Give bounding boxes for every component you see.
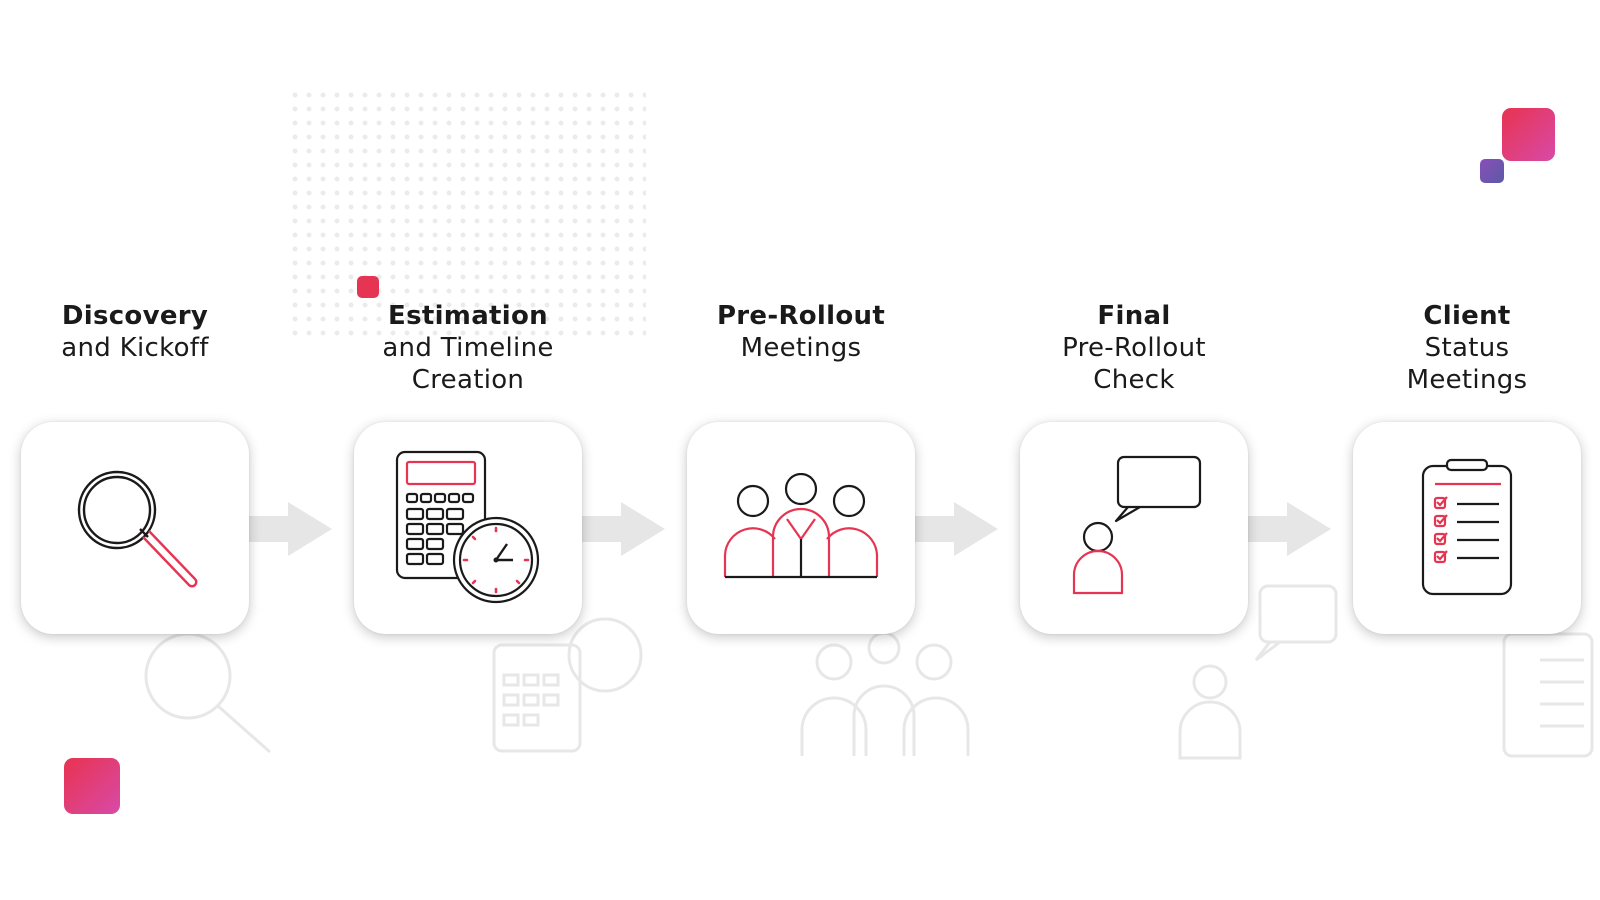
step-title-rest: Pre-Rollout Check: [1062, 333, 1206, 395]
step-title-bold: Final: [1097, 301, 1171, 331]
checklist-clipboard-icon: [1421, 458, 1513, 596]
step-card-client-status: [1353, 422, 1581, 634]
person-speech-bubble-icon: [1072, 455, 1202, 595]
step-card-discovery: [21, 422, 249, 634]
flow-arrow: [248, 502, 332, 556]
team-meeting-icon: [723, 473, 879, 579]
magnifier-icon: [144, 632, 271, 754]
calculator-clock-icon: [395, 450, 540, 604]
step-card-final-check: [1020, 422, 1248, 634]
step-title-rest: and Timeline Creation: [382, 333, 554, 395]
dot-grid-decoration: [288, 88, 646, 344]
step-card-estimation: [354, 422, 582, 634]
step-title-final-check: Final Pre-Rollout Check: [1019, 300, 1249, 396]
flow-arrow: [914, 502, 998, 556]
step-title-bold: Estimation: [388, 301, 548, 331]
gradient-square-decoration: [1502, 108, 1555, 161]
step-title-client-status: Client Status Meetings: [1352, 300, 1582, 396]
step-title-rest: and Kickoff: [61, 333, 209, 363]
team-meeting-icon: [800, 632, 970, 756]
step-title-bold: Discovery: [61, 301, 209, 331]
step-card-pre-rollout: [687, 422, 915, 634]
purple-square-decoration: [1480, 159, 1504, 183]
step-title-pre-rollout: Pre-Rollout Meetings: [686, 300, 916, 364]
person-speech-bubble-icon: [1178, 584, 1338, 760]
calculator-clock-icon: [492, 617, 643, 753]
step-title-discovery: Discovery and Kickoff: [20, 300, 250, 364]
step-title-bold: Pre-Rollout: [716, 301, 886, 331]
flow-arrow: [1247, 502, 1331, 556]
checklist-clipboard-icon: [1502, 632, 1594, 758]
magnifier-icon: [77, 470, 198, 588]
step-title-rest: Status Meetings: [1406, 333, 1528, 395]
step-title-bold: Client: [1423, 301, 1511, 331]
step-title-rest: Meetings: [740, 333, 862, 363]
gradient-square-decoration: [64, 758, 120, 814]
step-title-estimation: Estimation and Timeline Creation: [353, 300, 583, 396]
flow-arrow: [581, 502, 665, 556]
red-square-decoration: [357, 276, 379, 298]
